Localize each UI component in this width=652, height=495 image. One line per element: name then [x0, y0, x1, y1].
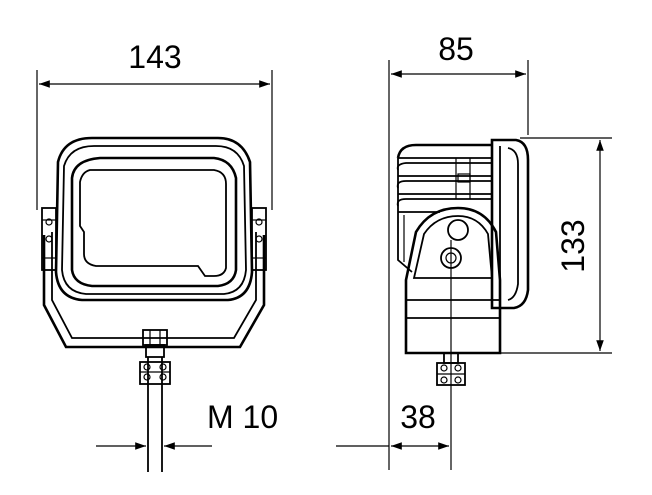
front-width-label: 143 — [128, 39, 181, 75]
dimension-front-width: 143 — [36, 39, 273, 210]
mount-offset-label: 38 — [400, 399, 436, 435]
side-view: 85 133 — [336, 31, 612, 470]
lamp-housing — [54, 136, 254, 302]
dimension-thread: M 10 — [96, 399, 278, 450]
thread-label: M 10 — [207, 399, 278, 435]
mounting-bolt-side — [436, 352, 466, 386]
mounting-bolt-front — [139, 329, 171, 472]
mounting-bracket — [42, 235, 266, 349]
height-label: 133 — [555, 219, 591, 272]
lamp-front-bezel — [490, 138, 530, 310]
pivot-hole-top — [447, 219, 469, 241]
dimension-side-depth: 85 — [388, 31, 529, 470]
heat-sink-fins — [396, 143, 492, 213]
side-bracket — [404, 206, 502, 355]
lens — [70, 156, 238, 288]
side-depth-label: 85 — [438, 31, 474, 67]
lens-inner — [79, 169, 227, 277]
dimension-height: 133 — [500, 137, 612, 354]
pivot-knob-left — [41, 207, 57, 271]
front-view: 143 — [36, 39, 278, 472]
dimension-mount-offset: 38 — [336, 399, 449, 450]
